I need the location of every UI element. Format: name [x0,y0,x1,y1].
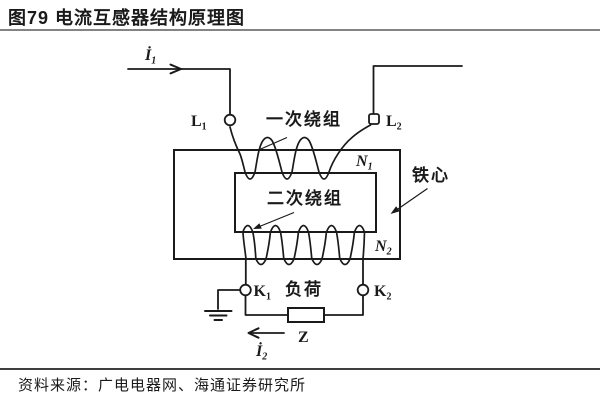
label-l1-base: L [191,113,202,130]
i1-arrow-icon [169,63,182,75]
label-load: 负荷 [285,279,323,299]
figure-title: 图79 电流互感器结构原理图 [8,8,246,28]
terminal-k1 [239,283,252,297]
impedance-box [287,307,325,323]
core-leader-arrow-icon [390,206,400,214]
label-k2-base: K [374,283,387,300]
terminal-l1 [223,113,237,127]
i2-arrow-icon [247,327,260,339]
load-loop-right [323,294,364,316]
label-l1-sub: 1 [202,122,207,133]
label-l2-sub: 2 [397,122,402,133]
label-i1-base: İ [144,45,152,64]
label-n1-sub: 1 [368,162,373,173]
label-k2-sub: 2 [386,292,391,303]
terminal-k2 [356,283,370,297]
source-note: 资料来源：广电电器网、海通证券研究所 [18,377,307,394]
ground-icon [204,310,233,321]
label-k1-base: K [254,283,267,300]
label-k1-sub: 1 [266,292,271,303]
ground-branch [217,289,241,310]
title-divider [0,29,600,31]
label-i2-base: İ [255,341,263,360]
label-n1: N1 [355,153,373,173]
primary-feed-line-right [372,65,463,115]
label-i1: İ1 [144,45,156,67]
primary-winding-leader [258,136,288,151]
label-i2-sub: 2 [261,352,267,363]
label-n1-base: N [355,153,369,170]
primary-winding-coil [229,124,372,180]
core-leader [396,188,428,211]
label-l2-base: L [386,113,397,130]
label-n2: N2 [374,238,392,258]
secondary-winding-leader [259,211,295,228]
label-i2: İ2 [255,341,267,363]
label-l2: L2 [386,113,402,133]
label-n2-base: N [374,238,388,255]
label-k2: K2 [374,283,391,303]
secondary-winding-leader-arrow-icon [253,223,262,229]
secondary-winding-coil [241,224,366,266]
load-loop-left [244,294,289,316]
label-n2-sub: 2 [386,247,392,258]
label-i1-sub: 1 [151,56,156,67]
label-z: Z [298,329,309,346]
label-secondary-winding: 二次绕组 [267,188,343,208]
primary-feed-line-left [127,68,231,116]
label-primary-winding: 一次绕组 [266,109,342,129]
label-l1: L1 [191,113,207,133]
secondary-winding-box [234,172,377,233]
footer-divider [0,368,600,370]
terminal-l2 [368,113,380,125]
label-iron-core: 铁心 [412,165,450,185]
label-k1: K1 [254,283,271,303]
